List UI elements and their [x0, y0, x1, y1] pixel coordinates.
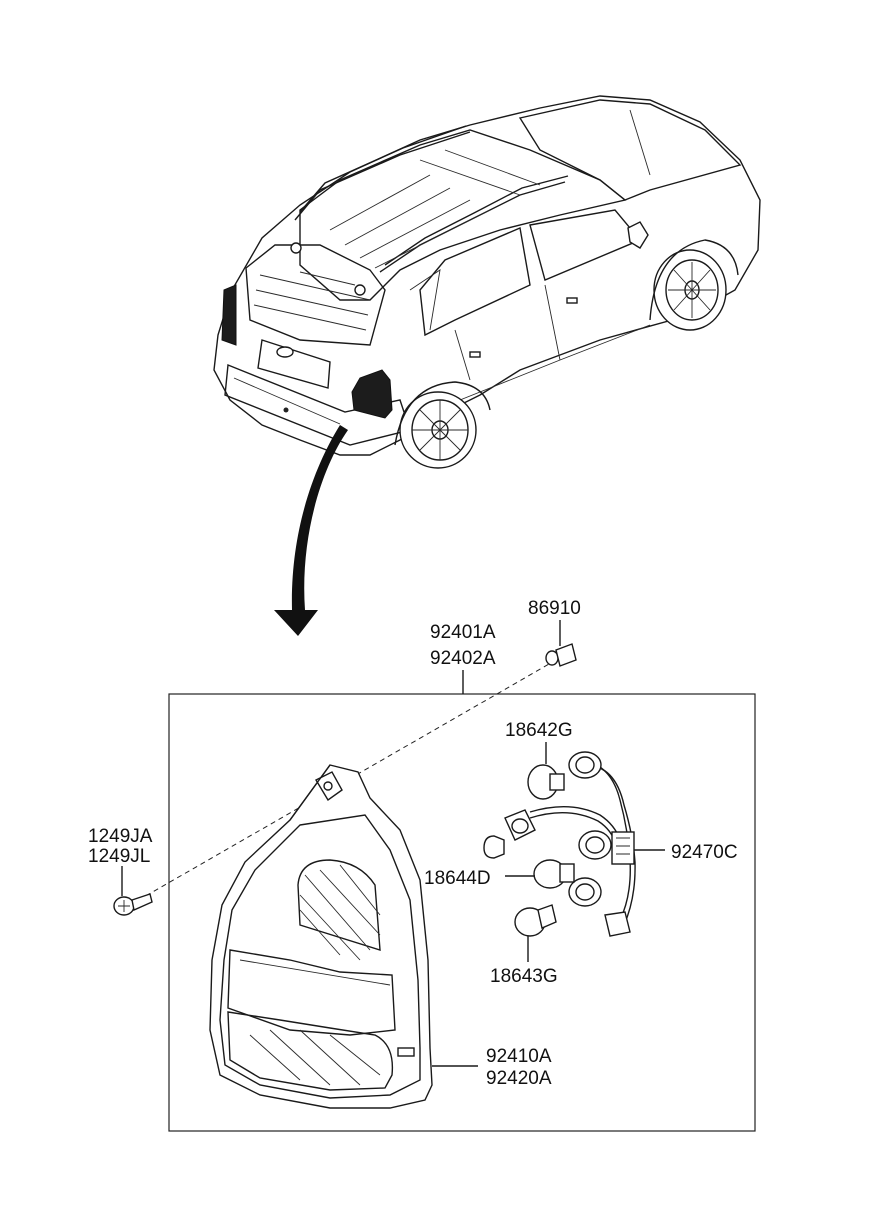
label-86910: 86910	[528, 598, 581, 619]
socket-harness	[504, 751, 665, 937]
bulb-small-icon	[483, 835, 505, 859]
label-18642g: 18642G	[505, 720, 573, 741]
label-1249jl: 1249JL	[88, 846, 150, 867]
bulb-18644d-icon	[505, 859, 575, 889]
label-92470c: 92470C	[671, 842, 738, 863]
label-18644d: 18644D	[424, 868, 491, 889]
detail-frame	[168, 693, 756, 1132]
label-1249ja: 1249JA	[88, 826, 153, 847]
vehicle-illustration	[213, 95, 761, 469]
tail-lamp-illustration	[209, 764, 433, 1109]
label-92410a: 92410A	[486, 1046, 552, 1067]
label-92402a: 92402A	[430, 648, 496, 669]
label-92420a: 92420A	[486, 1068, 552, 1089]
callout-arrow	[274, 425, 348, 636]
label-92401a: 92401A	[430, 622, 496, 643]
bulb-18643g-icon	[514, 904, 557, 962]
label-18643g: 18643G	[490, 966, 558, 987]
bulb-18642g-icon	[527, 742, 565, 800]
clip-icon	[545, 620, 577, 667]
screw-icon	[113, 866, 153, 916]
